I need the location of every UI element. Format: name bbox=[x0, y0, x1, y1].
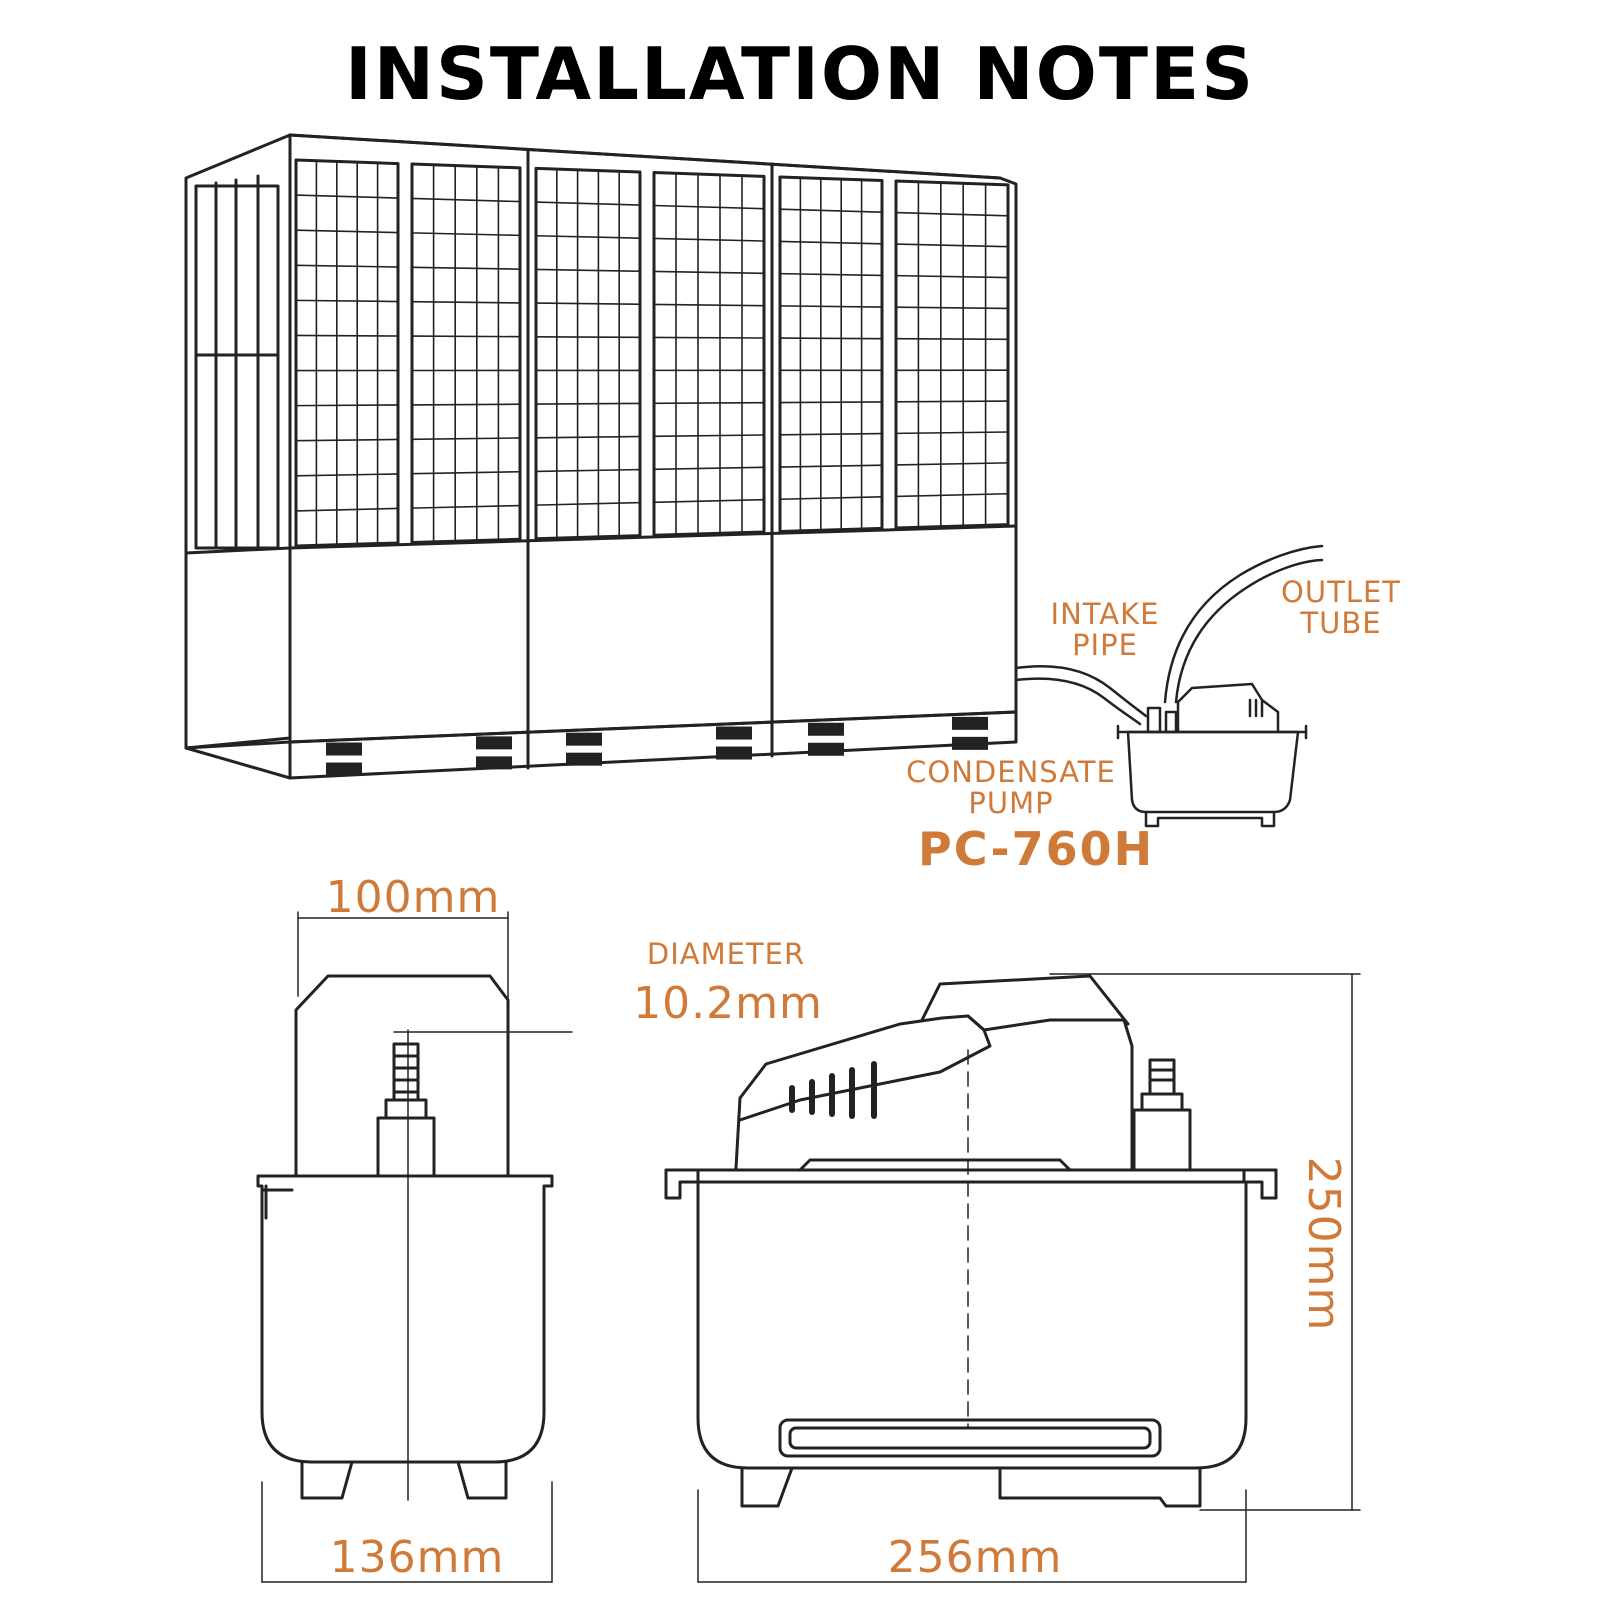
grille-line bbox=[411, 470, 521, 475]
grille-line bbox=[535, 501, 641, 506]
condensate-pump-label-line2: PUMP bbox=[968, 786, 1054, 820]
grille-line bbox=[653, 434, 765, 438]
grille-line bbox=[779, 240, 883, 245]
base-slot bbox=[952, 716, 988, 730]
base-slot bbox=[566, 732, 602, 746]
grille-line bbox=[411, 504, 521, 509]
grille-line bbox=[653, 303, 765, 307]
grille-line bbox=[295, 507, 399, 512]
grille-line bbox=[411, 403, 521, 406]
grille-panel bbox=[652, 171, 766, 537]
pump-front-view bbox=[664, 973, 1361, 1583]
grille-line bbox=[653, 336, 765, 339]
grille-line bbox=[295, 334, 399, 337]
base-slot bbox=[808, 742, 844, 756]
grille-line bbox=[411, 300, 521, 304]
base-slot bbox=[566, 752, 602, 766]
grille-panel bbox=[410, 162, 522, 545]
grille-line bbox=[895, 400, 1009, 403]
grille-line bbox=[535, 201, 641, 206]
grille-line bbox=[895, 306, 1009, 310]
grille-line bbox=[653, 498, 765, 504]
pump-side-view bbox=[256, 911, 573, 1583]
grille-panel bbox=[778, 175, 884, 533]
grille-line bbox=[779, 208, 883, 213]
grille-line bbox=[535, 402, 641, 405]
base-slot bbox=[326, 742, 362, 756]
intake-pipe-label: INTAKE PIPE bbox=[1040, 600, 1170, 660]
grille-line bbox=[411, 197, 521, 203]
grille-line bbox=[895, 211, 1009, 217]
grille-line bbox=[295, 229, 399, 234]
grille-line bbox=[779, 337, 883, 340]
grille-line bbox=[295, 404, 399, 407]
grille-line bbox=[653, 401, 765, 405]
grille-line bbox=[895, 243, 1009, 248]
outlet-tube-hose bbox=[1163, 544, 1324, 704]
intake-pipe-label-line2: PIPE bbox=[1072, 628, 1138, 662]
base-slot bbox=[476, 736, 512, 750]
grille-line bbox=[295, 438, 399, 442]
intake-pipe-hose bbox=[1014, 665, 1148, 726]
grille-line bbox=[895, 337, 1009, 341]
grille-line bbox=[895, 462, 1009, 466]
grille-line bbox=[653, 237, 765, 242]
height-dimension: 250mm bbox=[1298, 1156, 1349, 1332]
base-slot bbox=[952, 736, 988, 750]
base-slot bbox=[808, 722, 844, 736]
grille-line bbox=[653, 466, 765, 471]
model-number: PC-760H bbox=[918, 822, 1155, 876]
outlet-tube-label-line2: TUBE bbox=[1300, 606, 1382, 640]
grille-line bbox=[535, 335, 641, 339]
outlet-tube-label-line1: OUTLET bbox=[1281, 575, 1401, 609]
grille-line bbox=[411, 335, 521, 338]
grille-line bbox=[411, 232, 521, 237]
base-slot bbox=[326, 762, 362, 776]
grille-line bbox=[411, 437, 521, 441]
grille-line bbox=[295, 264, 399, 268]
side-width-dimension: 136mm bbox=[329, 1532, 505, 1583]
grille-panel bbox=[894, 179, 1010, 530]
small-pump-illustration bbox=[1116, 682, 1308, 828]
grille-line bbox=[895, 274, 1009, 279]
condensate-pump-label-line1: CONDENSATE bbox=[906, 755, 1116, 789]
grille-line bbox=[779, 495, 883, 501]
base-slot bbox=[476, 756, 512, 770]
grille-line bbox=[779, 464, 883, 468]
grille-line bbox=[535, 268, 641, 273]
condensate-pump-label: CONDENSATE PUMP bbox=[900, 758, 1122, 818]
grille-line bbox=[535, 234, 641, 239]
grille-panel bbox=[294, 158, 400, 548]
front-width-dimension: 256mm bbox=[887, 1532, 1063, 1583]
grille-line bbox=[779, 272, 883, 277]
grille-line bbox=[653, 270, 765, 275]
grille-panel bbox=[534, 166, 642, 541]
grille-line bbox=[779, 401, 883, 404]
diameter-value: 10.2mm bbox=[633, 978, 823, 1029]
grille-line bbox=[411, 266, 521, 270]
diameter-label: DIAMETER bbox=[646, 937, 806, 971]
grille-line bbox=[779, 432, 883, 436]
outlet-tube-label: OUTLET TUBE bbox=[1276, 578, 1406, 638]
grille-line bbox=[295, 299, 399, 303]
page-title: INSTALLATION NOTES bbox=[344, 32, 1256, 116]
base-slot bbox=[716, 746, 752, 760]
grille-line bbox=[535, 302, 641, 306]
grille-line bbox=[779, 305, 883, 308]
outdoor-ac-unit bbox=[184, 133, 1018, 780]
top-width-dimension: 100mm bbox=[325, 872, 501, 923]
grille-line bbox=[895, 492, 1009, 498]
grille-line bbox=[295, 473, 399, 477]
grille-line bbox=[535, 468, 641, 473]
grille-line bbox=[535, 435, 641, 439]
intake-pipe-label-line1: INTAKE bbox=[1050, 597, 1160, 631]
grille-line bbox=[295, 194, 399, 199]
base-slot bbox=[716, 726, 752, 740]
grille-line bbox=[653, 204, 765, 210]
grille-line bbox=[895, 431, 1009, 435]
